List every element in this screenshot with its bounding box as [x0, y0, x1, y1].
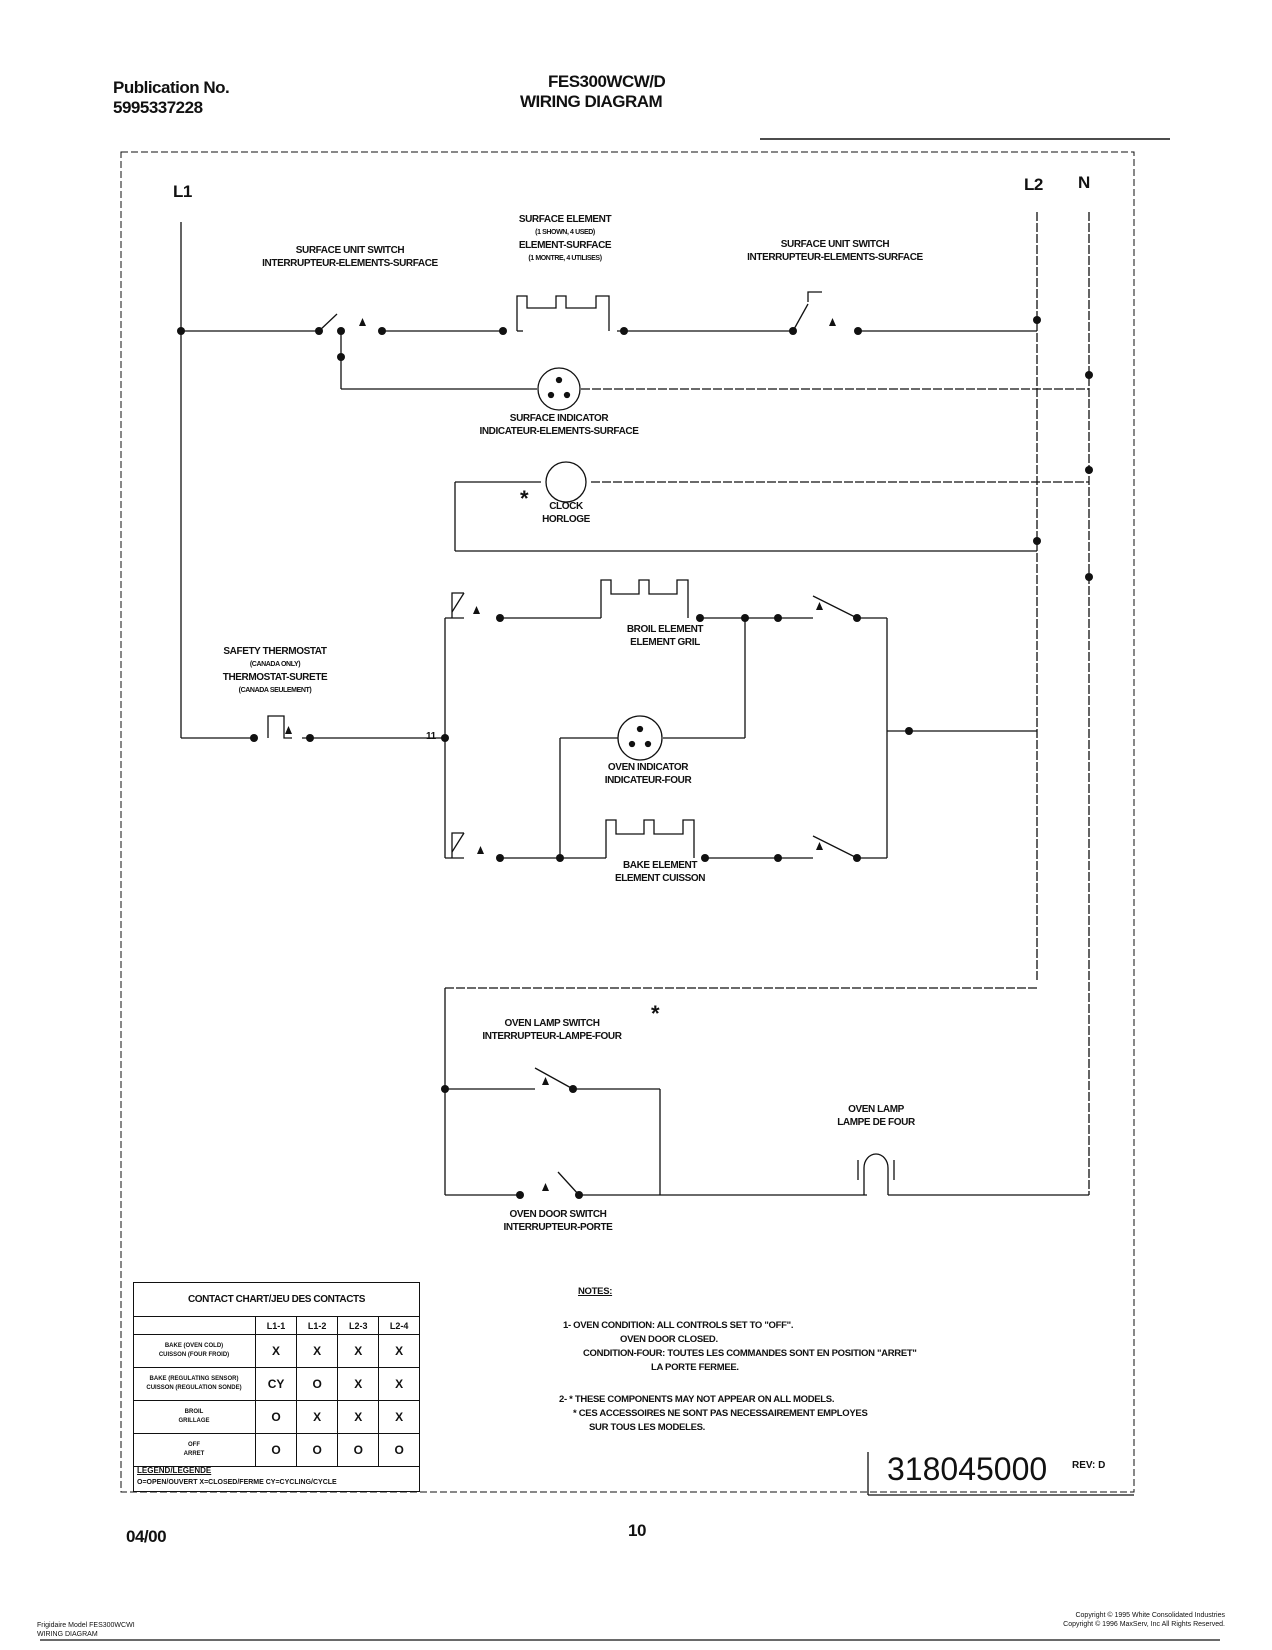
contact-chart-table: L1-1 L1-2 L2-3 L2-4 BAKE (OVEN COLD)CUIS… [133, 1316, 419, 1467]
contact-chart-cell: X [337, 1400, 380, 1434]
notes-heading: NOTES: [578, 1286, 613, 1297]
note-line: OVEN DOOR CLOSED. [620, 1334, 718, 1345]
contact-chart-row: BAKE (REGULATING SENSOR)CUISSON (REGULAT… [133, 1367, 419, 1401]
contact-chart-cell: X [378, 1400, 419, 1434]
footer-copyright: Copyright © 1995 White Consolidated Indu… [1063, 1612, 1225, 1628]
note-line: 2- * THESE COMPONENTS MAY NOT APPEAR ON … [559, 1394, 835, 1405]
contact-chart-cell: CY [254, 1367, 298, 1401]
contact-chart-cell: X [337, 1367, 380, 1401]
footer-date: 04/00 [126, 1527, 167, 1546]
page-title: WIRING DIAGRAM [520, 92, 663, 111]
safety-thermostat-label: SAFETY THERMOSTAT (CANADA ONLY) THERMOST… [222, 646, 328, 694]
contact-chart-header: L2-3 [337, 1316, 380, 1335]
contact-chart-cell: O [296, 1367, 339, 1401]
terminal-n: N [1078, 173, 1090, 192]
legend-title: LEGEND/LEGENDE [137, 1466, 212, 1475]
contact-chart-cell: X [378, 1334, 419, 1368]
contact-chart: CONTACT CHART/JEU DES CONTACTS L1-1 L1-2… [133, 1282, 420, 1492]
contact-chart-cell: O [378, 1433, 419, 1467]
legend-text: O=OPEN/OUVERT X=CLOSED/FERME CY=CYCLING/… [137, 1479, 337, 1486]
contact-chart-header: L1-2 [296, 1316, 339, 1335]
note-line: 1- OVEN CONDITION: ALL CONTROLS SET TO "… [563, 1320, 794, 1331]
contact-chart-header: L1-1 [254, 1316, 298, 1335]
model-number: FES300WCW/D [548, 72, 666, 91]
note-line: SUR TOUS LES MODELES. [589, 1422, 705, 1433]
contact-chart-header: L2-4 [378, 1316, 419, 1335]
note-line: LA PORTE FERMEE. [651, 1362, 739, 1373]
revision: REV: D [1072, 1460, 1106, 1471]
contact-chart-cell: X [337, 1334, 380, 1368]
contact-chart-row: BAKE (OVEN COLD)CUISSON (FOUR FROID) X X… [133, 1334, 419, 1368]
contact-chart-cell: X [254, 1334, 298, 1368]
publication-label: Publication No. [113, 78, 230, 97]
contact-chart-cell: O [296, 1433, 339, 1467]
clock-asterisk: * [520, 486, 529, 511]
note-line: * CES ACCESSOIRES NE SONT PAS NECESSAIRE… [573, 1408, 868, 1419]
terminal-l1: L1 [173, 182, 192, 201]
oven-lamp-asterisk: * [651, 1001, 660, 1026]
surface-element-label: SURFACE ELEMENT (1 SHOWN, 4 USED) ELEMEN… [518, 214, 612, 262]
part-number: 318045000 [887, 1451, 1048, 1487]
contact-chart-title: CONTACT CHART/JEU DES CONTACTS [187, 1294, 366, 1305]
note-line: CONDITION-FOUR: TOUTES LES COMMANDES SON… [583, 1348, 917, 1359]
contact-chart-cell: O [254, 1433, 298, 1467]
contact-chart-cell: X [296, 1400, 339, 1434]
contact-chart-cell: O [254, 1400, 298, 1434]
contact-chart-cell: X [296, 1334, 339, 1368]
terminal-l2: L2 [1024, 175, 1043, 194]
page-number: 10 [628, 1521, 646, 1540]
contact-chart-cell: O [337, 1433, 380, 1467]
contact-chart-cell: X [378, 1367, 419, 1401]
publication-number: 5995337228 [113, 98, 203, 117]
terminal-11: 11 [426, 731, 436, 742]
